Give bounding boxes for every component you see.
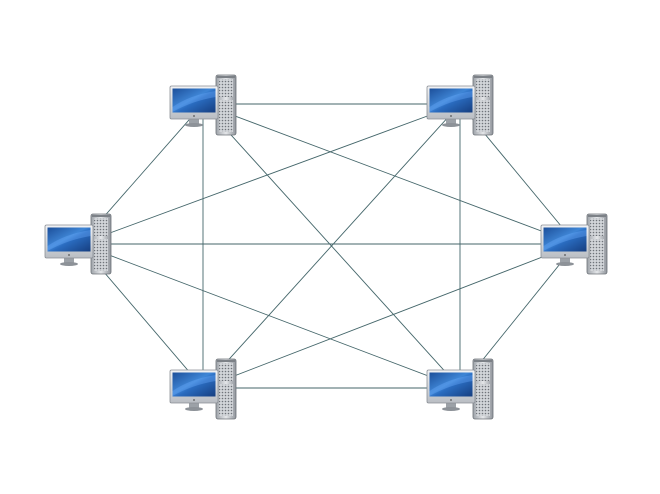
link-node-middle-right-to-node-bottom-left [202,243,577,389]
link-node-middle-left-to-node-bottom-right [79,243,461,389]
node-middle-left [44,213,112,275]
desktop-computer-icon [540,213,608,275]
link-node-top-right-to-node-middle-left [79,103,461,245]
nodes-layer [44,74,608,420]
links-layer [79,103,577,389]
desktop-computer-icon [44,213,112,275]
link-node-top-left-to-node-middle-right [202,103,577,245]
link-node-top-right-to-node-bottom-left [202,103,461,389]
node-middle-right [540,213,608,275]
